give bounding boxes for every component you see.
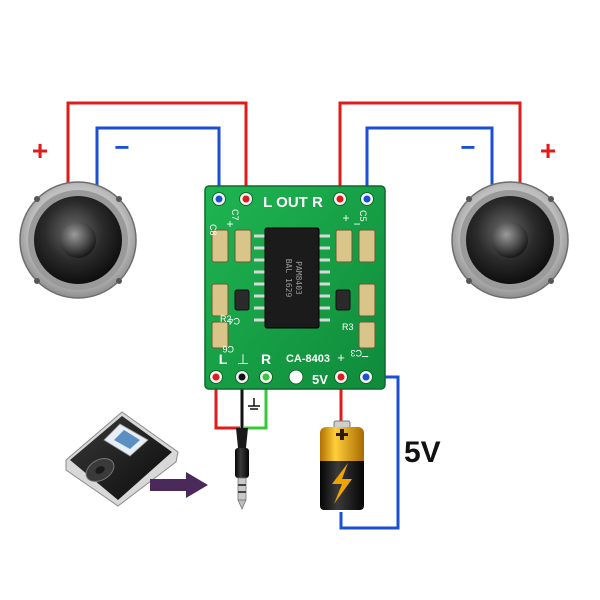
right-minus-label: − [460,132,475,162]
mp3-player-icon [65,411,179,507]
board-model: CA-8403 [286,353,330,365]
right-negative-wire [365,126,494,210]
right-capacitors [335,229,376,349]
left-minus-label: − [114,132,129,162]
voltage-label: 5V [404,436,441,469]
right-speaker-icon [451,181,569,299]
right-plus-label: + [540,135,556,166]
board-out-label: L OUT R [263,194,323,211]
chip-line1: PAM8403 [294,261,303,295]
left-speaker-wires [66,101,248,210]
power-negative-wire [339,375,400,530]
left-plus-label: + [32,135,48,166]
silk-c8: C8 [208,224,218,236]
amplifier-chip: PAM8403 BAL 1629 [254,227,330,329]
input-pads [209,370,373,384]
board-right-plus-mark: + [342,211,349,225]
amplifier-board: L OUT R + − + C8 C7 C6 C5 C4 C3 R2 [204,185,386,390]
silkscreen-refs: C8 C7 C6 C5 C4 C3 R2 R3 [208,209,368,358]
ground-symbol-icon [248,398,260,410]
board-in-r: R [261,351,271,367]
chip-line2: BAL 1629 [284,259,293,298]
board-left-plus-mark: + [226,217,233,231]
arrow-right-icon [150,472,208,498]
board-in-ground: ⊥ [237,351,249,367]
board-supply-5v: 5V [312,372,328,387]
left-positive-wire [66,101,248,200]
silk-c6: C6 [222,344,234,354]
board-in-l: L [219,351,228,367]
silk-c7: C7 [230,209,240,221]
silk-c3: C3 [350,348,362,358]
left-capacitors [211,229,252,349]
left-speaker-icon [19,181,137,299]
input-right-wire [244,378,268,430]
board-supply-plus: + [337,350,345,365]
board-supply-minus: − [361,349,369,364]
silk-c4: C4 [228,316,240,326]
silk-r2: R2 [220,314,232,324]
output-pads [212,192,374,206]
left-negative-wire [95,126,221,210]
silk-r3: R3 [342,322,354,332]
audio-jack-icon [235,428,249,510]
input-left-wire [214,378,240,430]
battery-icon [320,420,364,510]
right-speaker-wires [338,101,522,210]
board-left-minus-mark: − [353,217,360,231]
silk-c5: C5 [358,210,368,222]
right-positive-wire [338,101,522,200]
